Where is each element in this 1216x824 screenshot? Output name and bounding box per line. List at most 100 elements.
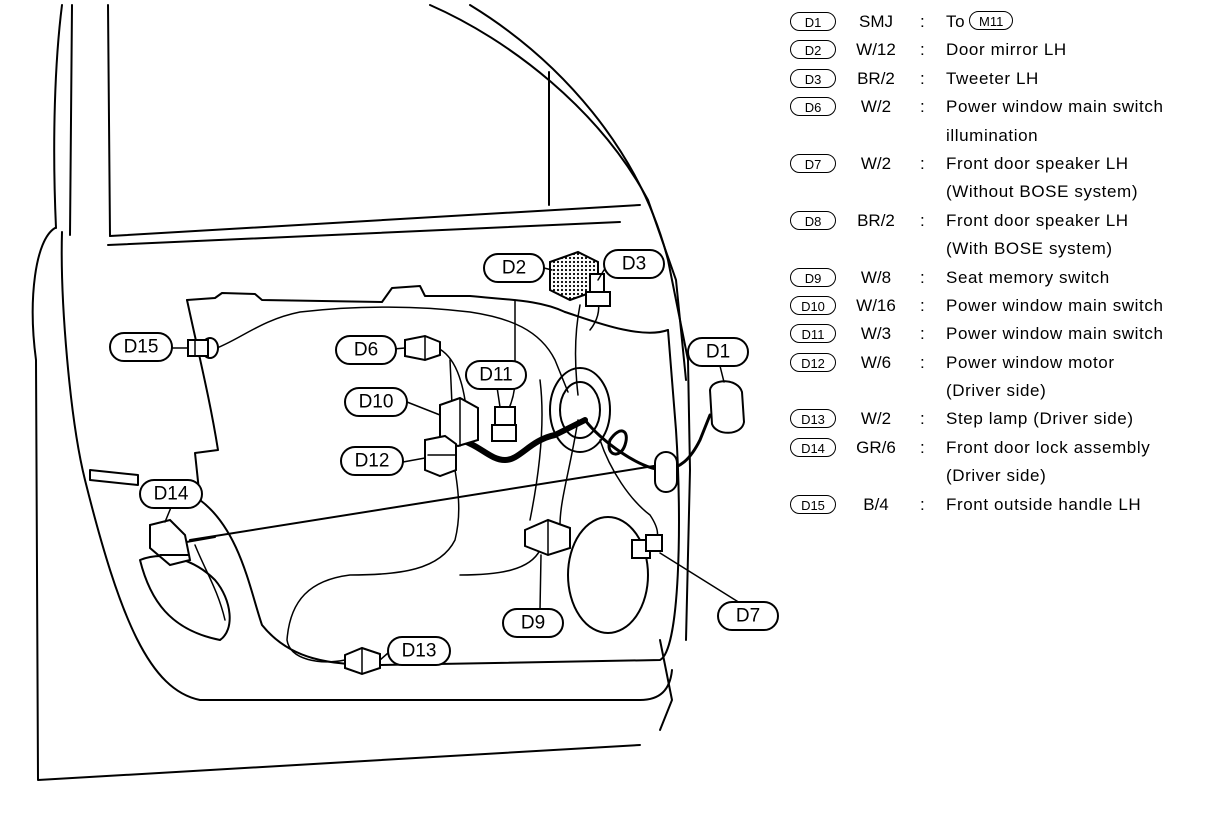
door-lock-assembly bbox=[139, 518, 231, 641]
callout-d10-label: D10 bbox=[359, 392, 394, 413]
legend-description-continued: (Without BOSE system) bbox=[946, 182, 1139, 202]
callout-d12-label: D12 bbox=[355, 451, 390, 472]
legend-wire-spec: W/3 bbox=[860, 324, 892, 344]
callout-d14-label: D14 bbox=[154, 484, 189, 505]
connector-d13 bbox=[344, 646, 381, 676]
legend-wire-spec: BR/2 bbox=[857, 210, 895, 230]
door-trim-panel bbox=[89, 285, 680, 666]
callout-d10: D10 bbox=[344, 387, 408, 417]
legend-colon: : bbox=[920, 324, 925, 344]
legend-reference-code: M11 bbox=[969, 11, 1014, 31]
callout-d1: D1 bbox=[687, 337, 749, 367]
legend-wire-spec: BR/2 bbox=[857, 68, 895, 88]
connector-d1 bbox=[708, 380, 746, 434]
connectors bbox=[187, 250, 746, 676]
callout-d14: D14 bbox=[139, 479, 203, 509]
legend-connector-code: D12 bbox=[790, 352, 836, 372]
legend-row-continuation: illumination bbox=[790, 122, 1210, 150]
legend-connector-code: D8 bbox=[790, 210, 836, 230]
legend-description-continued: illumination bbox=[946, 125, 1039, 145]
legend-description-text: Step lamp (Driver side) bbox=[946, 409, 1134, 429]
callout-d11: D11 bbox=[465, 360, 527, 390]
callout-d15: D15 bbox=[109, 332, 173, 362]
legend-colon: : bbox=[920, 352, 925, 372]
legend-row: D8 BR/2: Front door speaker LH bbox=[790, 207, 1210, 235]
legend-colon: : bbox=[920, 494, 925, 514]
callout-d11-label: D11 bbox=[479, 365, 512, 386]
callout-d6: D6 bbox=[335, 335, 397, 365]
legend-description-text: Front door lock assembly bbox=[946, 437, 1151, 457]
legend-row-continuation: (Driver side) bbox=[790, 377, 1210, 405]
legend-description: Tweeter LH bbox=[946, 65, 1039, 93]
legend-connector-code: D11 bbox=[790, 324, 836, 344]
legend-connector-code: D10 bbox=[790, 295, 836, 315]
legend-row-continuation: (Without BOSE system) bbox=[790, 178, 1210, 206]
callout-d2-label: D2 bbox=[502, 258, 526, 279]
legend-wire-spec: GR/6 bbox=[856, 437, 896, 457]
callout-d1-label: D1 bbox=[706, 342, 730, 363]
connector-d15 bbox=[187, 337, 219, 359]
legend-colon: : bbox=[920, 68, 925, 88]
callout-d2: D2 bbox=[483, 253, 545, 283]
legend-colon: : bbox=[920, 267, 925, 287]
wiring-harness bbox=[194, 299, 712, 663]
legend-wire-spec: W/2 bbox=[860, 409, 892, 429]
legend-connector-code: D7 bbox=[790, 153, 836, 173]
legend-colon: : bbox=[920, 437, 925, 457]
legend-description-text: Power window main switch bbox=[946, 295, 1164, 315]
legend-connector-code: D14 bbox=[790, 437, 836, 457]
legend-row: D11 W/3: Power window main switch bbox=[790, 320, 1210, 348]
callout-d13: D13 bbox=[387, 636, 451, 666]
door-body bbox=[31, 4, 691, 781]
callout-d3-label: D3 bbox=[622, 254, 646, 275]
legend-row: D14 GR/6: Front door lock assembly bbox=[790, 434, 1210, 462]
legend-description-continued: (Driver side) bbox=[946, 381, 1047, 401]
legend-colon: : bbox=[920, 40, 925, 60]
callout-d12: D12 bbox=[340, 446, 404, 476]
legend-row: D2 W/12: Door mirror LH bbox=[790, 36, 1210, 64]
legend-description: Front door speaker LH bbox=[946, 150, 1129, 178]
harness-grommet bbox=[654, 451, 678, 493]
legend-connector-code: D2 bbox=[790, 40, 836, 60]
callout-d9-label: D9 bbox=[521, 613, 545, 634]
callout-d13-label: D13 bbox=[402, 641, 437, 662]
legend-description: Power window main switch bbox=[946, 320, 1164, 348]
legend-description-text: Seat memory switch bbox=[946, 267, 1110, 287]
legend-description-text: To bbox=[946, 12, 966, 31]
legend-description-text: Front door speaker LH bbox=[946, 153, 1129, 173]
legend-description: Power window motor bbox=[946, 349, 1115, 377]
legend-description-text: Door mirror LH bbox=[946, 40, 1067, 60]
legend-colon: : bbox=[920, 97, 925, 117]
legend-description-text: Power window main switch bbox=[946, 324, 1164, 344]
legend-connector-code: D6 bbox=[790, 97, 836, 117]
legend-description-text: Front door speaker LH bbox=[946, 210, 1129, 230]
legend-description: Front door speaker LH bbox=[946, 207, 1129, 235]
connector-d11 bbox=[491, 406, 517, 442]
legend-row: D10 W/16: Power window main switch bbox=[790, 292, 1210, 320]
legend-description-text: Power window main switch bbox=[946, 97, 1164, 117]
legend-wire-spec: W/2 bbox=[860, 153, 892, 173]
legend-connector-code: D15 bbox=[790, 494, 836, 514]
speaker-unit bbox=[549, 367, 649, 634]
callout-d7: D7 bbox=[717, 601, 779, 631]
connector-d6 bbox=[404, 334, 441, 362]
legend-row-continuation: (Driver side) bbox=[790, 462, 1210, 490]
legend-colon: : bbox=[920, 210, 925, 230]
legend-description: Step lamp (Driver side) bbox=[946, 405, 1134, 433]
legend-colon: : bbox=[920, 295, 925, 315]
legend-wire-spec: W/16 bbox=[856, 295, 896, 315]
legend-description-text: Front outside handle LH bbox=[946, 494, 1142, 514]
legend-wire-spec: W/12 bbox=[856, 40, 896, 60]
legend-description-continued: (Driver side) bbox=[946, 466, 1047, 486]
legend-colon: : bbox=[920, 12, 925, 31]
legend-wire-spec: SMJ bbox=[859, 12, 893, 31]
legend-wire-spec: B/4 bbox=[863, 494, 889, 514]
legend-description: Power window main switch bbox=[946, 292, 1164, 320]
legend-colon: : bbox=[920, 409, 925, 429]
legend-row-continuation: (With BOSE system) bbox=[790, 235, 1210, 263]
